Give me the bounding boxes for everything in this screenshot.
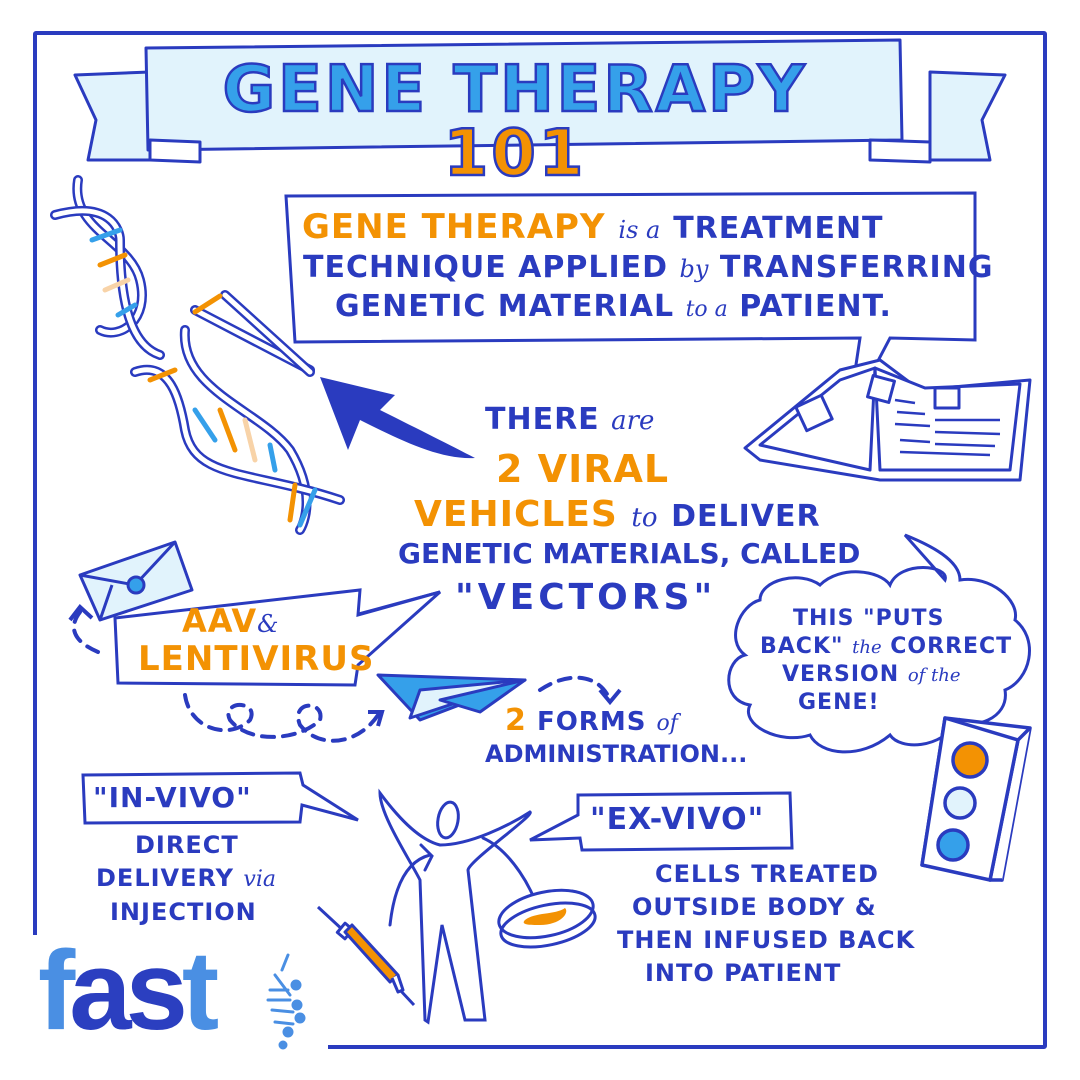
vehicles-line-1: THERE are [485,402,655,437]
definition-line-3: GENETIC MATERIAL to a PATIENT. [335,289,892,324]
traffic-light-icon [920,716,1032,882]
dna-icon [50,175,345,535]
ex-vivo-line-4: INTO PATIENT [645,959,842,987]
arrowhead-icon [68,604,94,622]
definition-connector: is a [618,216,661,244]
ex-vivo-bubble-icon [529,791,794,852]
envelope-icon [78,540,194,622]
in-vivo-line-3: INJECTION [110,898,257,926]
ex-vivo-line-2: OUTSIDE BODY & [632,893,877,921]
book-icon [743,358,1032,482]
vectors-bubble-line-2: LENTIVIRUS [138,639,375,679]
page-title: GENE THERAPY 101 [160,57,870,188]
petri-dish-icon [497,888,597,949]
ex-vivo-line-3: THEN INFUSED BACK [617,926,916,954]
in-vivo-line-1: DIRECT [135,831,239,859]
paper-plane-icon [376,673,527,722]
syringe-icon [316,905,416,1007]
administration-line-2: ADMINISTRATION... [485,740,748,768]
vectors-bubble-icon [113,588,441,687]
big-arrow-icon [320,377,475,459]
ex-vivo-label: "EX-VIVO" [590,802,765,837]
title-main: GENE THERAPY [221,53,808,127]
cloud-line-2: BACK" the CORRECT [760,634,1013,659]
ex-vivo-line-1: CELLS TREATED [655,860,879,888]
vehicles-line-4: GENETIC MATERIALS, CALLED [398,537,861,570]
vehicles-line-2: 2 VIRAL [496,447,670,491]
administration-line-1: 2 FORMS of [505,703,678,738]
title-banner-icon [73,38,1007,164]
cloud-line-4: GENE! [798,690,880,715]
vehicles-line-3: VEHICLES to DELIVER [414,494,821,535]
arrowhead-icon [598,688,622,706]
definition-line-1: GENE THERAPY is a TREATMENT [302,210,884,244]
fast-logo: fast [38,928,219,1053]
definition-line1-rest: TREATMENT [673,211,884,246]
definition-highlight: GENE THERAPY [302,207,606,247]
cloud-line-1: THIS "PUTS [793,606,945,631]
in-vivo-label: "IN-VIVO" [93,781,252,814]
vectors-bubble-line-1: AAV& [182,602,279,640]
title-number: 101 [442,117,587,191]
vectors-label: "VECTORS" [455,577,717,618]
definition-line-2: TECHNIQUE APPLIED by TRANSFERRING [303,250,994,285]
in-vivo-bubble-icon [81,771,359,825]
dashed-arrow-icon [71,610,612,743]
cloud-bubble-icon [727,533,1031,754]
arrowhead-icon [368,710,385,727]
in-vivo-line-2: DELIVERY via [96,864,277,892]
page-frame [33,31,1047,1049]
cloud-line-3: VERSION of the [782,662,961,687]
dna-logo-icon [266,953,306,1050]
